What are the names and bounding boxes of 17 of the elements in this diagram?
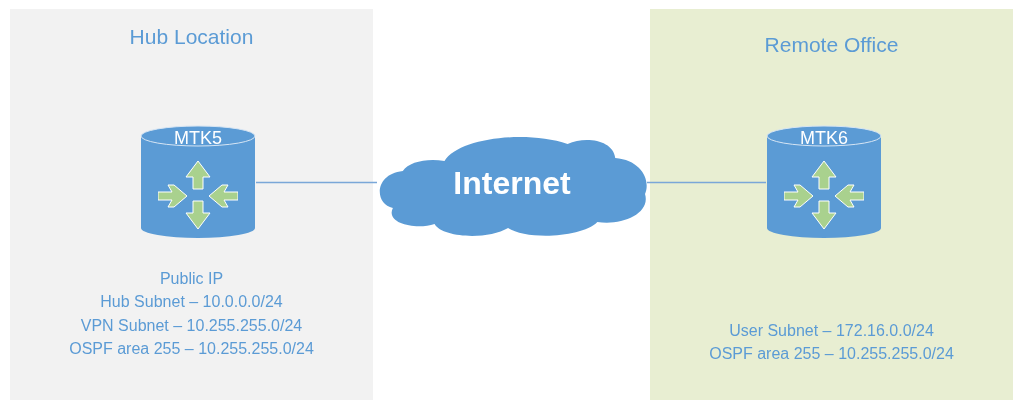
network-note: OSPF area 255 – 10.255.255.0/24	[69, 338, 314, 359]
network-note: Hub Subnet – 10.0.0.0/24	[100, 292, 283, 313]
router-cylinder	[766, 125, 882, 239]
router-cylinder	[140, 125, 256, 239]
panel-title: Hub Location	[129, 24, 254, 49]
connector-line	[646, 181, 767, 184]
cloud-label: Internet	[453, 165, 571, 201]
network-note: VPN Subnet – 10.255.255.0/24	[80, 315, 303, 336]
network-note: OSPF area 255 – 10.255.255.0/24	[709, 344, 954, 365]
connector-line	[255, 181, 378, 184]
router-name: MTK5	[174, 128, 222, 148]
network-note: Public IP	[159, 269, 224, 289]
panel-title: Remote Office	[764, 32, 899, 57]
site-panel	[650, 9, 1013, 400]
site-panel	[10, 9, 373, 400]
router-name: MTK6	[800, 128, 848, 148]
network-note: User Subnet – 172.16.0.0/24	[729, 321, 934, 341]
